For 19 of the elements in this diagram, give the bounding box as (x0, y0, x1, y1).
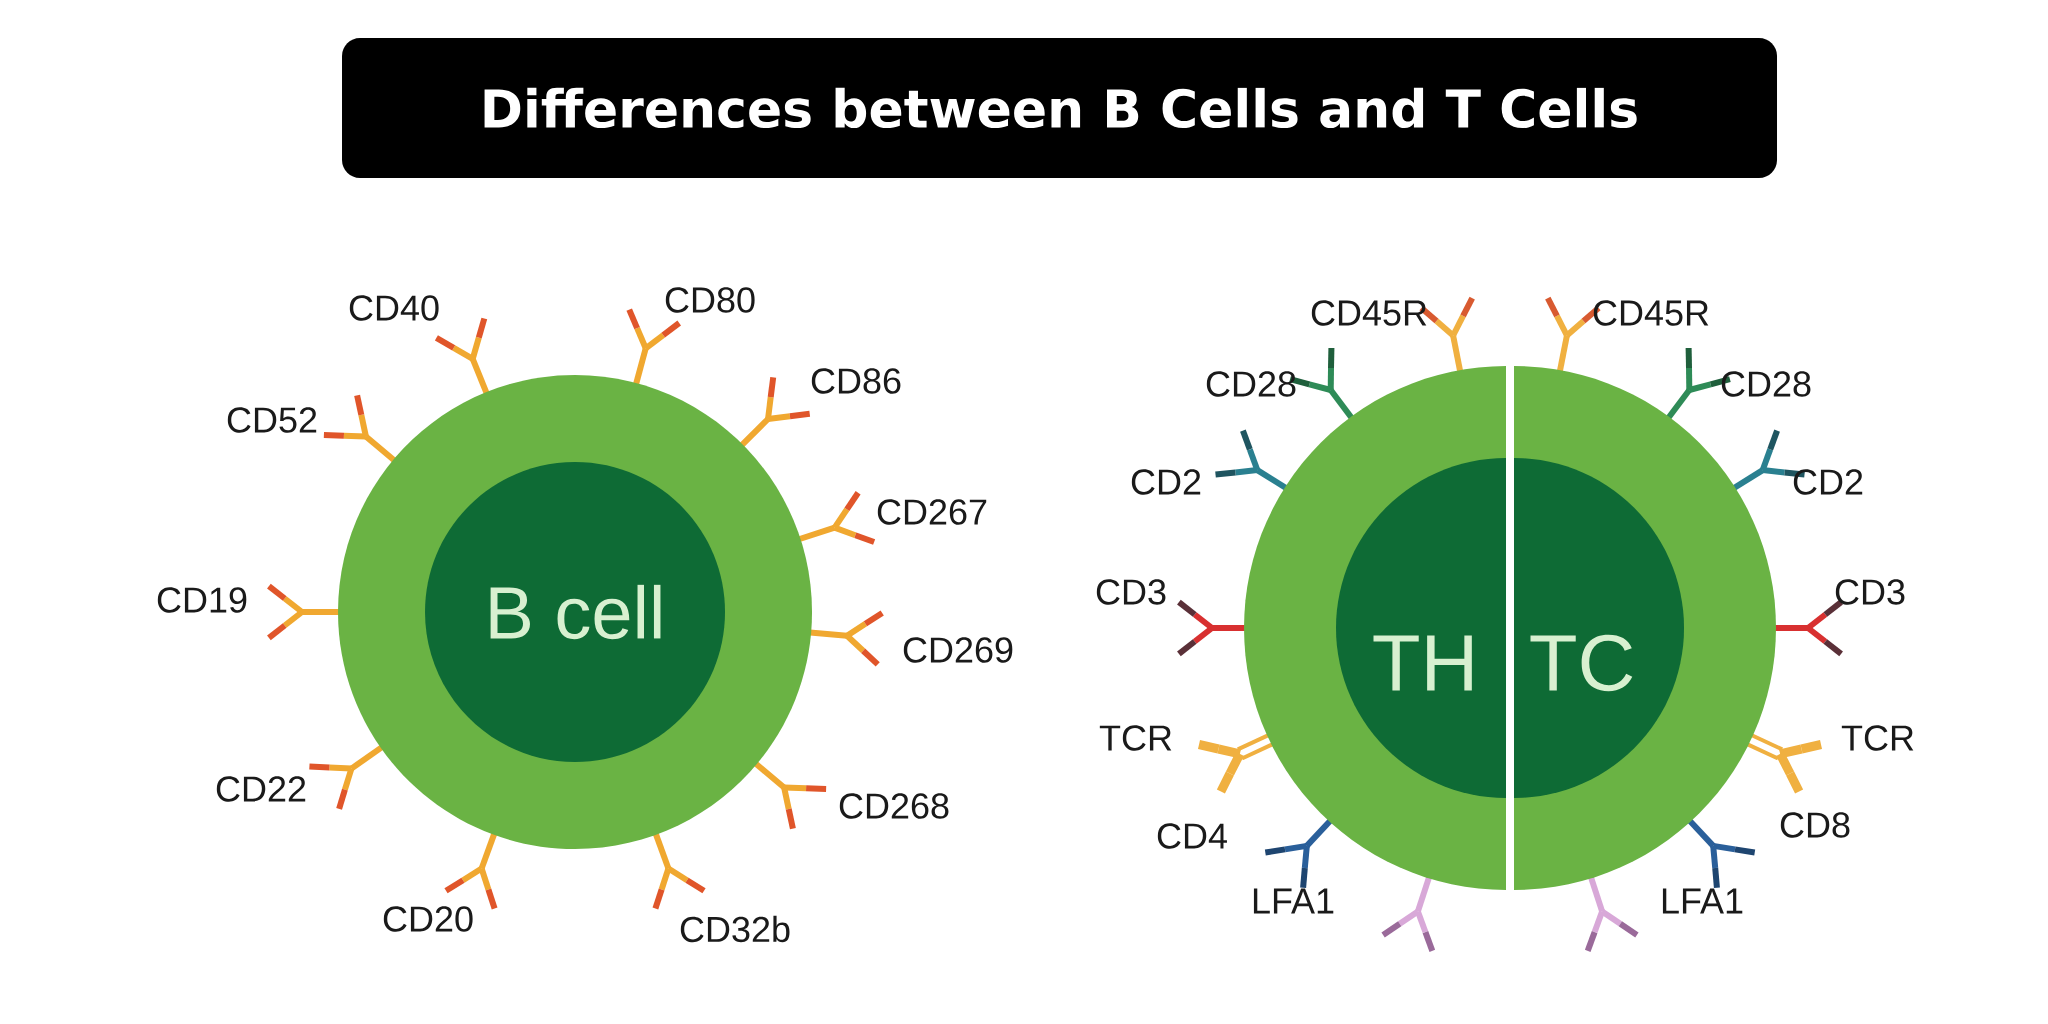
marker-label: CD80 (665, 287, 755, 313)
title-banner: Differences between B Cells and T Cells (342, 38, 1777, 178)
marker-label: CD3 (1096, 579, 1166, 605)
marker-label: CD269 (903, 637, 1013, 663)
marker-label: TCR (1099, 725, 1172, 751)
marker-label: CD32b (680, 915, 790, 943)
marker-label: LFA1 (1253, 888, 1334, 914)
marker-label: CD40 (349, 295, 439, 321)
marker-label: CD3 (1835, 579, 1905, 605)
marker-label: CD20 (383, 906, 473, 932)
marker-label: CD45R (1311, 300, 1427, 326)
marker-label: CD86 (811, 368, 901, 394)
marker-label: CD267 (877, 499, 987, 525)
marker-label: LFA1 (1662, 888, 1743, 914)
marker-label: CD19 (157, 587, 247, 613)
cell-drawing: B cell (338, 375, 812, 849)
marker-label: CD2 (1131, 469, 1201, 495)
marker-label: TCR (1841, 725, 1914, 751)
marker-label: CD45R (1593, 300, 1709, 326)
